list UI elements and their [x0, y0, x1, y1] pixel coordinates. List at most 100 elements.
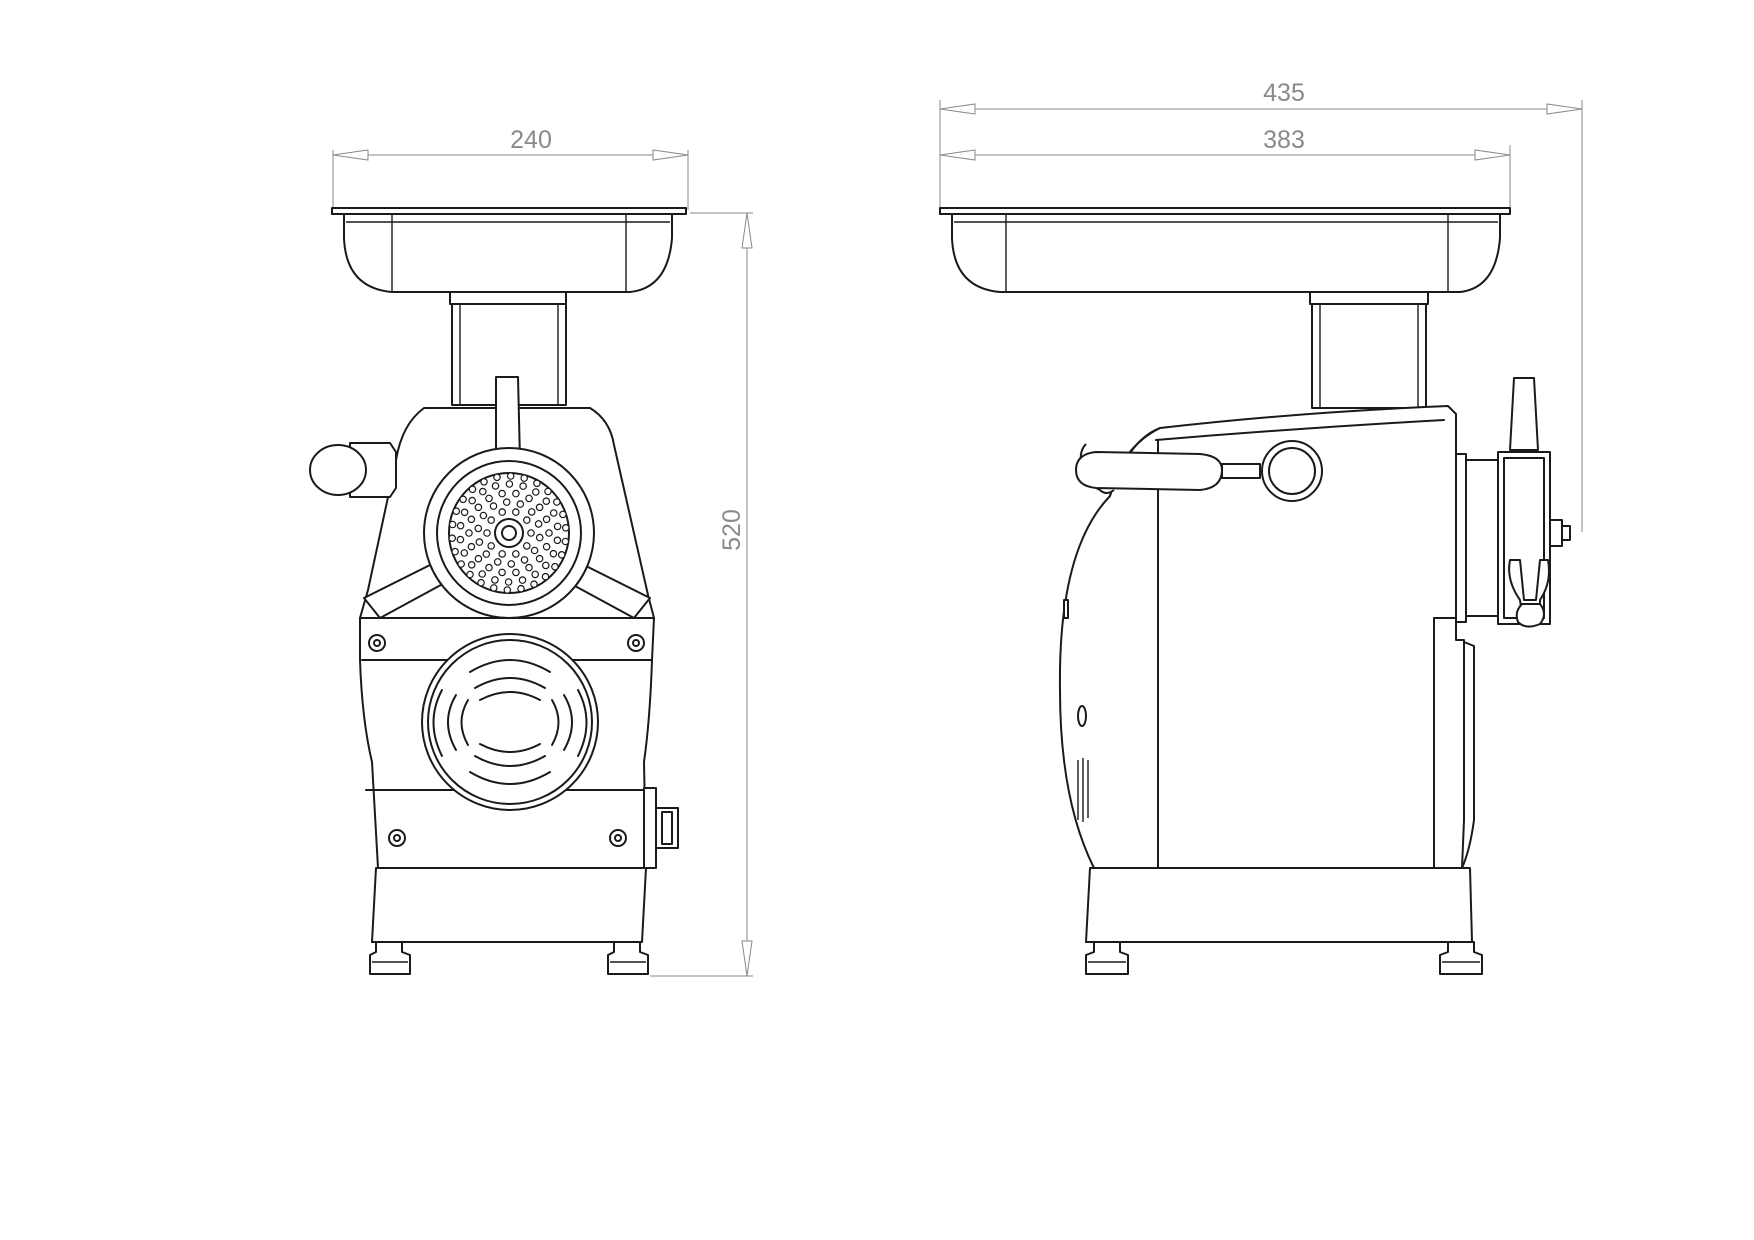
plate-hole	[535, 503, 544, 512]
side-base	[1085, 867, 1473, 943]
side-neck	[1309, 291, 1429, 409]
plate-hole	[520, 474, 529, 482]
front-cutting-plate	[423, 447, 595, 619]
plate-hole	[561, 537, 570, 546]
plate-hole	[506, 472, 515, 480]
plate-hole	[487, 542, 496, 550]
plate-hole	[479, 511, 488, 520]
plate-hole	[456, 521, 465, 530]
plate-hole	[451, 547, 459, 556]
plate-hole	[493, 473, 501, 482]
plate-hole	[542, 515, 551, 524]
plate-hole	[541, 561, 550, 570]
plate-hole	[477, 578, 485, 587]
screw-icon	[388, 829, 406, 847]
plate-hole	[542, 497, 551, 506]
plate-hole	[535, 554, 544, 563]
plate-hole	[525, 563, 533, 572]
dimension-side-tray-depth: 383	[939, 126, 1511, 210]
front-power-switch	[643, 787, 679, 869]
side-handle-lever	[1075, 440, 1323, 502]
plate-hole	[507, 560, 516, 568]
screw-icon	[627, 634, 645, 652]
plate-hole	[522, 542, 531, 550]
plate-hole	[483, 529, 491, 537]
front-side-handle	[309, 442, 397, 498]
screw-icon	[368, 634, 386, 652]
plate-hole	[460, 549, 469, 557]
plate-hole	[527, 529, 535, 537]
plate-hole	[551, 562, 559, 571]
side-hopper-tray	[939, 207, 1511, 293]
plate-hole	[456, 535, 465, 544]
front-base	[371, 867, 647, 943]
plate-hole	[452, 507, 461, 516]
plate-hole	[531, 570, 540, 579]
plate-hole	[478, 570, 487, 578]
plate-hole	[466, 570, 474, 579]
plate-hole	[553, 536, 562, 545]
plate-hole	[542, 542, 551, 551]
plate-hole	[468, 485, 477, 494]
plate-hole	[511, 550, 520, 558]
plate-hole	[498, 489, 506, 498]
side-body	[1058, 405, 1475, 869]
plate-hole	[511, 508, 520, 516]
plate-hole	[527, 508, 536, 516]
plate-hole	[512, 489, 520, 498]
plate-hole	[491, 482, 500, 490]
plate-hole	[489, 502, 498, 510]
plate-hole	[493, 558, 502, 566]
plate-hole	[498, 568, 506, 577]
plate-hole	[478, 487, 487, 496]
plate-hole	[475, 538, 484, 546]
front-view	[309, 207, 687, 975]
plate-hole	[534, 520, 543, 528]
front-hopper-tray	[331, 207, 687, 293]
plate-hole	[459, 495, 467, 504]
plate-hole	[552, 498, 561, 506]
plate-hole	[485, 494, 493, 503]
dimension-side-overall-depth: 435	[939, 79, 1583, 532]
plate-hole	[549, 509, 558, 517]
plate-hole	[467, 560, 476, 569]
front-vent-grille	[421, 633, 599, 811]
plate-hole	[487, 516, 496, 524]
plate-hole	[520, 556, 529, 564]
plate-hole	[491, 576, 499, 584]
plate-hole	[541, 572, 550, 581]
plate-hole	[518, 576, 527, 584]
plate-hole	[530, 580, 538, 589]
dimension-front-width: 240	[332, 126, 689, 210]
plate-hole	[448, 520, 457, 529]
side-cutter-head	[1455, 377, 1571, 628]
plate-hole	[561, 523, 570, 532]
plate-hole	[535, 533, 544, 542]
front-right-foot	[607, 941, 649, 975]
plate-hole	[467, 515, 476, 524]
plate-hole	[519, 482, 527, 490]
plate-hole	[480, 477, 488, 486]
side-view	[939, 207, 1571, 975]
plate-hole	[474, 524, 483, 533]
side-left-foot	[1085, 941, 1129, 975]
dimension-overall-height: 520	[650, 212, 753, 977]
plate-hole	[517, 584, 525, 593]
plate-hole	[544, 487, 552, 496]
plate-hole	[468, 496, 477, 505]
plate-hole	[512, 568, 520, 577]
plate-hole	[531, 488, 540, 496]
side-feet	[1085, 941, 1483, 975]
plate-hole	[522, 516, 531, 524]
plate-hole	[504, 578, 513, 586]
plate-hole	[503, 586, 512, 594]
front-feet	[369, 941, 649, 975]
plate-hole	[498, 550, 507, 558]
plate-hole	[485, 563, 493, 572]
plate-hole	[474, 503, 483, 512]
plate-hole	[498, 508, 507, 516]
side-indicator-icon	[1077, 705, 1087, 727]
side-right-foot	[1439, 941, 1483, 975]
plate-hole	[553, 522, 562, 531]
